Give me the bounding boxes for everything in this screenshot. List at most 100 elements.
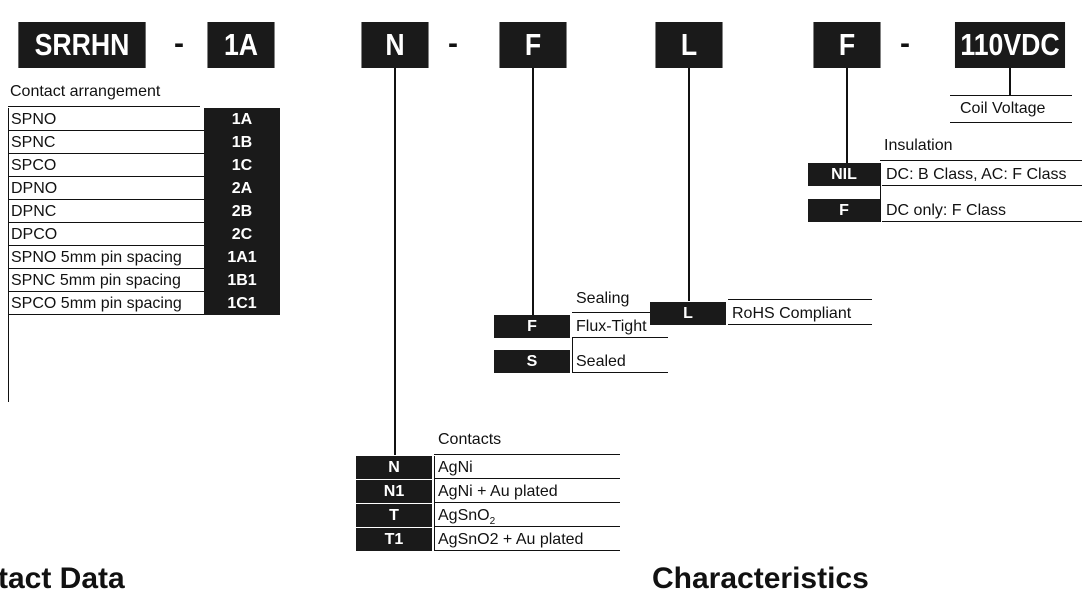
table-row: S Sealed	[494, 350, 668, 373]
table-row: SPCO 1C	[8, 154, 280, 177]
voltage-code-box: 110VDC	[954, 22, 1066, 68]
table-row: SPNO 5mm pin spacing 1A1	[8, 246, 280, 269]
row-label: Flux-Tight	[576, 318, 647, 335]
insulation-code-box: F	[813, 22, 881, 68]
row-label: SPNO 5mm pin spacing	[11, 249, 182, 266]
row-underline	[8, 291, 280, 292]
row-code: N	[356, 456, 432, 479]
row-label: AgNi	[438, 459, 473, 476]
row-label: AgSnO2	[438, 504, 495, 527]
row-underline	[8, 176, 280, 177]
row-label: Sealed	[576, 353, 626, 370]
row-code: F	[808, 199, 880, 222]
insulation-title: Insulation	[884, 137, 953, 154]
coil-voltage-title: Coil Voltage	[960, 100, 1046, 117]
row-underline	[434, 550, 620, 551]
row-underline	[882, 185, 1082, 186]
row-code: 1B1	[204, 269, 280, 292]
row-code: NIL	[808, 163, 880, 186]
insulation-connector-line	[846, 68, 848, 163]
row-underline	[882, 221, 1082, 222]
table-row: DPNC 2B	[8, 200, 280, 223]
row-code: F	[494, 315, 570, 338]
row-underline	[572, 337, 668, 338]
arrangement-code-box: 1A	[207, 22, 275, 68]
divider	[8, 106, 200, 107]
table-row: F DC only: F Class	[808, 199, 1082, 222]
row-code: N1	[356, 480, 432, 503]
row-label: SPNC 5mm pin spacing	[11, 272, 181, 289]
row-label: DPNO	[11, 180, 58, 197]
row-code: 2B	[204, 200, 280, 223]
row-code: 2A	[204, 177, 280, 200]
table-row: SPNC 1B	[8, 131, 280, 154]
divider	[434, 454, 620, 455]
divider	[880, 160, 1082, 161]
row-label: RoHS Compliant	[732, 305, 852, 322]
row-label-subscript: 2	[489, 516, 496, 528]
table-row: SPNO 1A	[8, 108, 280, 131]
rohs-connector-line	[688, 68, 690, 301]
sealing-code-box: F	[499, 22, 567, 68]
contacts-code-box: N	[361, 22, 429, 68]
row-code: T	[356, 504, 432, 527]
row-label: SPCO	[11, 157, 57, 174]
insulation-table-border	[880, 163, 881, 222]
row-underline	[434, 478, 620, 479]
divider	[572, 312, 668, 313]
table-left-border	[8, 108, 9, 402]
contact-arrangement-title: Contact arrangement	[10, 83, 161, 100]
table-row: SPCO 5mm pin spacing 1C1	[8, 292, 280, 315]
table-row: F Flux-Tight	[494, 315, 668, 338]
table-row: N1 AgNi + Au plated	[356, 480, 620, 503]
contacts-connector-line	[394, 68, 396, 455]
row-code: 1B	[204, 131, 280, 154]
characteristics-heading: Characteristics	[652, 562, 869, 595]
table-row: DPCO 2C	[8, 223, 280, 246]
row-label: AgNi + Au plated	[438, 483, 558, 500]
separator-dash: -	[174, 27, 184, 60]
row-code: 2C	[204, 223, 280, 246]
row-underline	[8, 199, 280, 200]
table-row: L RoHS Compliant	[650, 302, 872, 325]
divider	[728, 299, 872, 300]
row-label-text: AgSnO	[438, 507, 490, 524]
row-code: S	[494, 350, 570, 373]
voltage-connector-line	[1009, 68, 1011, 95]
table-row: NIL DC: B Class, AC: F Class	[808, 163, 1082, 186]
row-code: 1C	[204, 154, 280, 177]
row-code: 1C1	[204, 292, 280, 315]
separator-dash: -	[900, 27, 910, 60]
contacts-title: Contacts	[438, 431, 502, 448]
row-label: DC: B Class, AC: F Class	[886, 166, 1067, 183]
row-code: 1A1	[204, 246, 280, 269]
row-underline	[728, 324, 872, 325]
row-underline	[8, 153, 280, 154]
row-underline	[8, 245, 280, 246]
row-underline	[8, 130, 280, 131]
table-row: T1 AgSnO2 + Au plated	[356, 528, 620, 551]
contact-data-heading: tact Data	[0, 562, 125, 595]
series-code-box: SRRHN	[18, 22, 146, 68]
row-code: L	[650, 302, 726, 325]
row-label: DPNC	[11, 203, 57, 220]
table-row: SPNC 5mm pin spacing 1B1	[8, 269, 280, 292]
row-label: SPNO	[11, 111, 57, 128]
row-label: DC only: F Class	[886, 202, 1007, 219]
row-label: DPCO	[11, 226, 58, 243]
table-row: DPNO 2A	[8, 177, 280, 200]
divider	[950, 122, 1072, 123]
row-underline	[572, 372, 668, 373]
row-underline	[8, 222, 280, 223]
row-label: AgSnO2 + Au plated	[438, 531, 584, 548]
rohs-code-box: L	[655, 22, 723, 68]
sealing-connector-line	[532, 68, 534, 316]
table-row: T AgSnO2	[356, 504, 620, 527]
table-row: N AgNi	[356, 456, 620, 479]
contacts-table-border	[434, 456, 435, 551]
sealing-title: Sealing	[576, 290, 630, 307]
sealing-table-border	[572, 338, 573, 373]
voltage-connector-bar	[950, 95, 1072, 96]
row-underline	[434, 526, 620, 527]
row-code: T1	[356, 528, 432, 551]
